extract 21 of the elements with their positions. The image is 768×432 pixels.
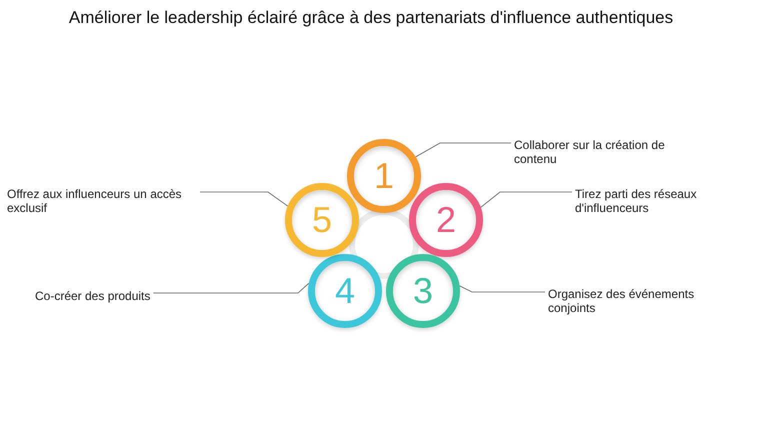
step-number: 3 [412,273,434,309]
numbered-ring [285,183,359,257]
step-label: Organisez des événements conjoints [548,287,708,315]
step-number: 5 [312,202,332,238]
step-number: 2 [436,202,456,238]
leader-line [153,282,310,294]
numbered-ring [347,139,421,213]
numbered-ring [409,183,483,257]
numbered-ring [308,254,382,328]
step-label: Collaborer sur la création de contenu [514,138,689,166]
step-label: Co-créer des produits [35,289,150,303]
step-label: Tirez parti des réseaux d'influenceurs [575,187,720,215]
step-number: 4 [334,273,356,309]
leader-line [480,192,572,208]
numbered-ring [386,254,460,328]
step-label: Offrez aux influenceurs un accès exclusif [7,187,197,215]
leader-line [200,192,288,206]
diagram-title: Améliorer le leadership éclairé grâce à des partenariats d'influence authentiques [68,8,674,28]
leader-line [415,142,512,158]
step-number: 1 [374,158,394,194]
leader-line [459,286,546,292]
